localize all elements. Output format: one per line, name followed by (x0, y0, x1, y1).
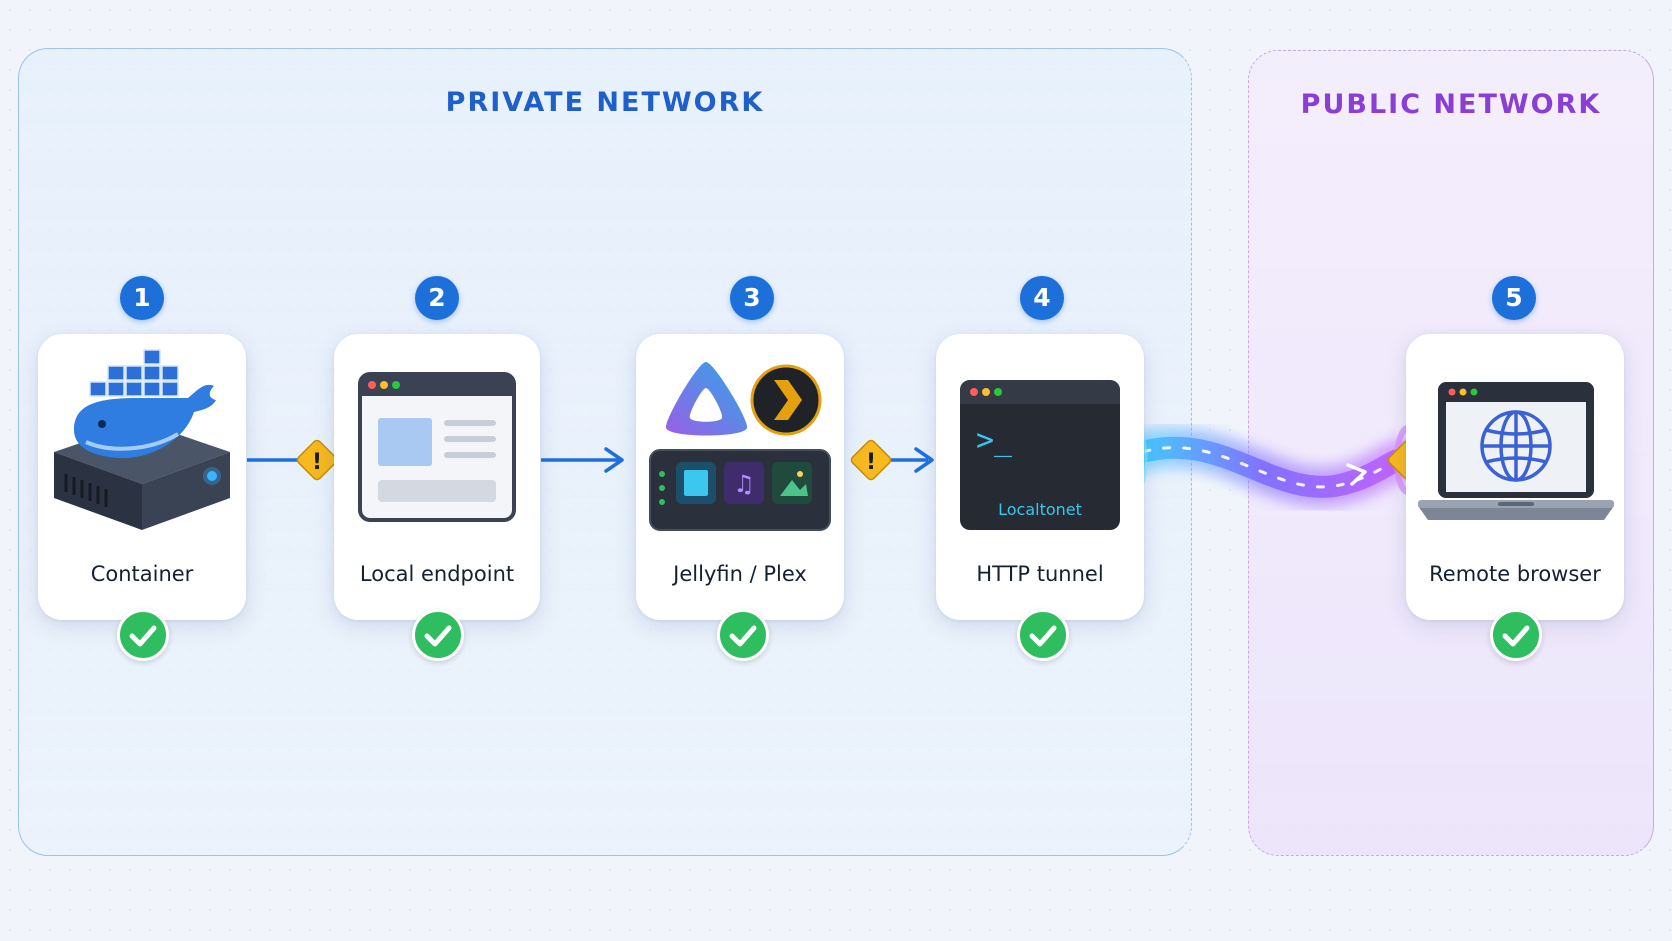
svg-text:♫: ♫ (733, 470, 755, 498)
step-number-3: 3 (730, 276, 774, 320)
private-network-title: PRIVATE NETWORK (445, 87, 765, 118)
warning-icon: ! (296, 439, 338, 481)
step-card-container[interactable]: Container (38, 334, 246, 620)
terminal-icon: >_ Localtonet (960, 380, 1120, 530)
step-label-http-tunnel: HTTP tunnel (976, 562, 1104, 586)
step-label-media-server: Jellyfin / Plex (673, 562, 807, 586)
tunnel-beam (1105, 415, 1425, 507)
check-icon (1490, 609, 1542, 661)
svg-text:!: ! (312, 450, 322, 475)
step-number-5: 5 (1492, 276, 1536, 320)
plex-logo-icon (750, 364, 822, 436)
warning-icon: ! (850, 439, 892, 481)
step-card-media-server[interactable]: ♫ Jellyfin / Plex (636, 334, 844, 620)
step-label-container: Container (90, 562, 194, 586)
step-number-1: 1 (120, 276, 164, 320)
terminal-prompt: >_ (976, 423, 1013, 458)
media-server-icon: ♫ (649, 362, 831, 531)
check-icon (1017, 609, 1069, 661)
docker-server-icon (54, 349, 230, 530)
globe-icon (1480, 410, 1552, 482)
step-card-local-endpoint[interactable]: Local endpoint (334, 334, 540, 620)
browser-window-icon (358, 372, 516, 522)
check-icon (117, 609, 169, 661)
step-card-http-tunnel[interactable]: >_ Localtonet HTTP tunnel (936, 334, 1144, 620)
step-card-remote-browser[interactable]: Remote browser (1406, 334, 1624, 620)
step-label-remote-browser: Remote browser (1429, 562, 1601, 586)
check-icon (412, 609, 464, 661)
svg-text:!: ! (866, 450, 876, 475)
step-label-local-endpoint: Local endpoint (359, 562, 515, 586)
arrow-2-3 (541, 447, 624, 473)
public-network-title: PUBLIC NETWORK (1300, 89, 1602, 120)
laptop-globe-icon (1418, 382, 1614, 520)
step-number-4: 4 (1020, 276, 1064, 320)
terminal-text: Localtonet (998, 500, 1082, 519)
step-number-2: 2 (415, 276, 459, 320)
jellyfin-logo-icon (665, 362, 748, 436)
check-icon (717, 609, 769, 661)
